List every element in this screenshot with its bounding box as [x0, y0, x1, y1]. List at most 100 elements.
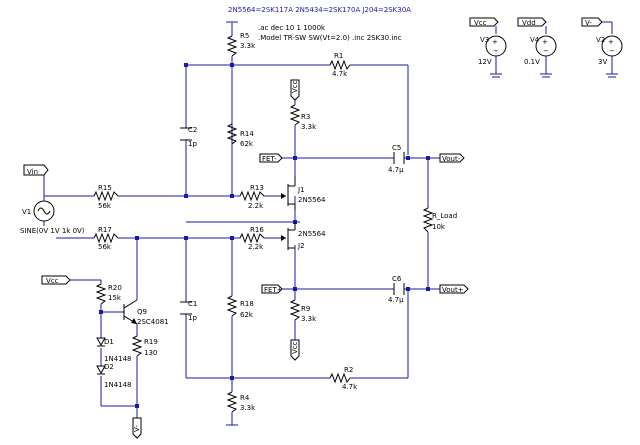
v3-name: V3 — [480, 36, 489, 44]
r13-value: 2.2k — [248, 202, 264, 210]
net-vcc-r3: Vcc — [290, 79, 300, 101]
resistor-r17[interactable]: R17 56k — [93, 226, 119, 251]
capacitor-c1[interactable]: C1 1p — [180, 300, 197, 322]
r3-value: 3.3k — [301, 123, 317, 131]
capacitor-c6[interactable]: C6 4.7µ — [388, 275, 405, 304]
r16-name: R16 — [250, 226, 264, 234]
c2-name: C2 — [188, 126, 197, 134]
resistor-r14[interactable]: R14 62k — [226, 123, 254, 148]
j1-value: 2N5564 — [298, 196, 326, 204]
c5-value: 4.7µ — [388, 166, 404, 174]
net-label-vcc-r9: Vcc — [291, 341, 299, 354]
r20-name: R20 — [108, 284, 122, 292]
r15-value: 56k — [98, 202, 112, 210]
r1-value: 4.7k — [332, 70, 348, 78]
source-v2[interactable]: V- + − V2 3V — [581, 17, 623, 78]
net-vminus-bottom[interactable]: V- — [132, 417, 142, 439]
net-label-fet-minus: FET- — [262, 155, 277, 163]
q9-value: 2SC4081 — [137, 318, 169, 326]
c5-name: C5 — [392, 144, 401, 152]
r14-value: 62k — [240, 140, 254, 148]
q9-name: Q9 — [137, 308, 147, 316]
net-vout-minus[interactable]: Vout- — [439, 153, 465, 163]
resistor-r19[interactable]: R19 130 — [131, 335, 158, 357]
resistor-r13[interactable]: R13 2.2k — [239, 184, 265, 210]
svg-text:−: − — [609, 47, 615, 55]
resistor-r20[interactable]: R20 15k — [95, 283, 122, 305]
resistor-r4[interactable]: R4 3.3k — [226, 391, 256, 426]
net-vcc-r20[interactable]: Vcc — [41, 275, 71, 285]
rload-value: 10k — [432, 223, 446, 231]
transistor-q9[interactable]: Q9 2SC4081 — [122, 299, 169, 326]
r2-value: 4.7k — [342, 383, 358, 391]
directive-ac: .ac dec 10 1 1000k — [258, 24, 326, 32]
v1-value: SINE(0V 1V 1k 0V) — [20, 227, 85, 235]
jfet-j1[interactable]: J1 2N5564 — [281, 176, 326, 210]
rload-name: R_Load — [432, 212, 457, 220]
d1-value: 1N4148 — [104, 355, 132, 363]
net-fet-minus[interactable]: FET- — [259, 153, 283, 163]
v3-value: 12V — [478, 58, 492, 66]
net-vcc-r9: Vcc — [290, 339, 300, 361]
v2-name: V2 — [596, 36, 605, 44]
r18-name: R18 — [240, 300, 254, 308]
r19-name: R19 — [144, 338, 158, 346]
d2-value: 1N4148 — [104, 381, 132, 389]
r16-value: 2.2k — [248, 243, 264, 251]
net-label-vin: Vin — [27, 168, 38, 176]
r9-value: 3.3k — [301, 315, 317, 323]
r15-name: R15 — [98, 184, 112, 192]
source-v4[interactable]: Vdd + − V4 0.1V — [517, 17, 557, 78]
c2-value: 1p — [188, 140, 197, 148]
net-label-vcc: Vcc — [474, 19, 487, 27]
resistor-r15[interactable]: R15 56k — [93, 184, 119, 210]
r9-name: R9 — [301, 305, 310, 313]
diode-d2[interactable]: D2 1N4148 — [96, 363, 132, 389]
resistor-r5[interactable]: R5 3.3k — [226, 21, 256, 57]
capacitor-c5[interactable]: C5 4.7µ — [388, 144, 405, 174]
net-vin[interactable]: Vin — [23, 164, 49, 176]
r14-name: R14 — [240, 130, 254, 138]
directive-models: 2N5564=2SK117A 2N5434=2SK170A J204=2SK30… — [228, 6, 411, 14]
resistor-r2[interactable]: R2 4.7k — [329, 366, 358, 391]
resistor-r1[interactable]: R1 4.7k — [329, 52, 351, 78]
c1-name: C1 — [188, 300, 197, 308]
r13-name: R13 — [250, 184, 264, 192]
r4-value: 3.3k — [240, 404, 256, 412]
svg-text:+: + — [608, 38, 614, 46]
r4-name: R4 — [240, 394, 250, 402]
d2-name: D2 — [104, 363, 114, 371]
v4-name: V4 — [530, 36, 540, 44]
svg-text:+: + — [542, 38, 548, 46]
source-v3[interactable]: Vcc + − V3 12V — [469, 17, 507, 78]
c6-name: C6 — [392, 275, 402, 283]
v1-name: V1 — [22, 208, 31, 216]
r3-name: R3 — [301, 113, 310, 121]
r1-name: R1 — [334, 52, 343, 60]
resistor-r18[interactable]: R18 62k — [226, 295, 254, 319]
j1-name: J1 — [297, 186, 305, 194]
diode-d1[interactable]: D1 1N4148 — [96, 337, 132, 363]
svg-text:+: + — [492, 38, 498, 46]
capacitor-c2[interactable]: C2 1p — [180, 126, 197, 148]
net-label-vminus: V- — [585, 19, 592, 27]
resistor-r9[interactable]: R9 3.3k — [289, 299, 317, 323]
r17-value: 56k — [98, 243, 112, 251]
net-label-vcc-r3: Vcc — [291, 80, 299, 93]
net-label-vminus-bottom: V- — [133, 425, 141, 432]
d1-name: D1 — [104, 338, 114, 346]
jfet-j2[interactable]: 2N5564 J2 — [281, 222, 326, 250]
r17-name: R17 — [98, 226, 112, 234]
svg-text:−: − — [493, 47, 499, 55]
v4-value: 0.1V — [524, 58, 540, 66]
resistor-r3[interactable]: R3 3.3k — [289, 104, 317, 131]
net-label-vdd: Vdd — [522, 19, 536, 27]
resistor-rload[interactable]: R_Load 10k — [422, 207, 457, 233]
resistor-r16[interactable]: R16 2.2k — [239, 226, 265, 251]
net-fet-plus[interactable]: FET+ — [261, 284, 283, 294]
source-v1[interactable]: V1 SINE(0V 1V 1k 0V) — [20, 200, 85, 235]
r20-value: 15k — [108, 294, 122, 302]
net-vout-plus[interactable]: Vout+ — [439, 284, 469, 294]
r2-name: R2 — [344, 366, 353, 374]
